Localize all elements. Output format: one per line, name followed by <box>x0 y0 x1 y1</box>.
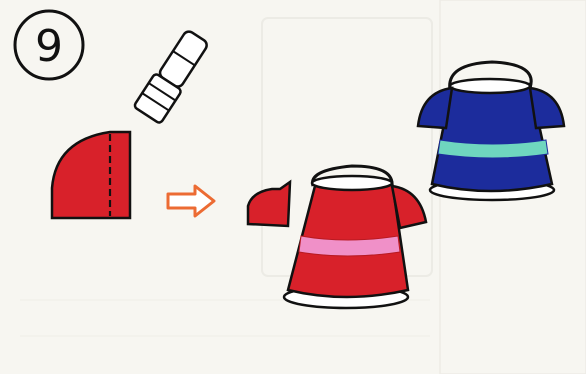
step-number: 9 <box>35 21 63 72</box>
